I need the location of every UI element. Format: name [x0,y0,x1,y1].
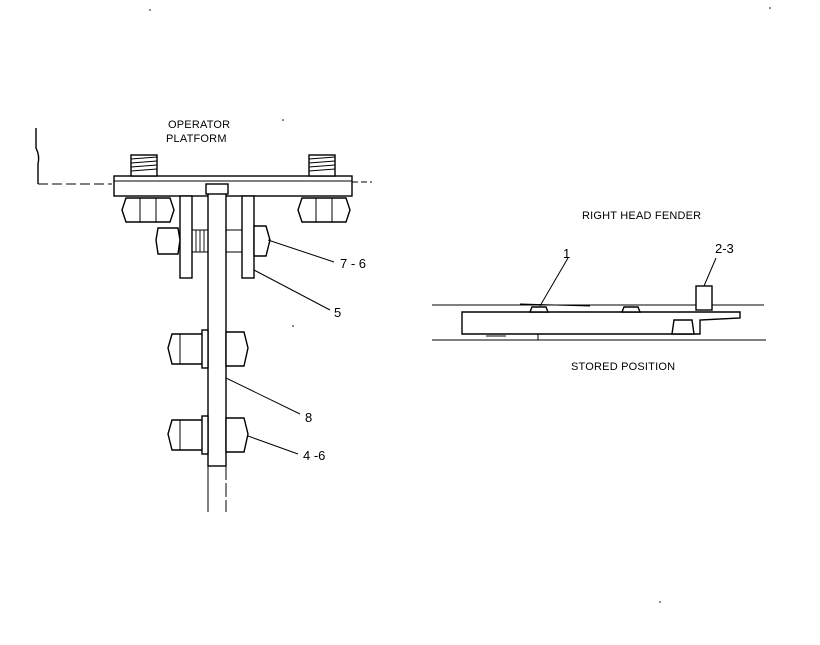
retaining-pin [695,285,713,311]
leader-7-6 [267,239,335,263]
left-stud [130,154,158,177]
lower-bolt [167,415,249,455]
right-nut [297,197,351,223]
callout-8: 8 [305,410,312,425]
bolt-head-2 [620,306,642,313]
operator-platform-label-line2: PLATFORM [166,133,227,145]
middle-bolt [167,329,249,369]
callout-5: 5 [334,305,341,320]
mounting-plate [113,175,353,197]
stored-bracket-plate [461,311,741,335]
plate-top-curve [519,303,591,307]
callout-7-6: 7 - 6 [340,256,366,271]
leader-1 [539,257,569,307]
leader-4-6 [247,435,299,455]
callout-2-3: 2-3 [715,241,734,256]
right-head-fender-label: RIGHT HEAD FENDER [582,210,701,222]
platform-edge [35,128,40,184]
right-stud [308,154,336,177]
callout-4-6: 4 -6 [303,448,325,463]
speck [282,119,284,121]
speck [769,7,771,9]
link-bar-top [205,183,229,195]
speck [149,9,151,11]
bolt-head-1 [528,306,550,313]
leader-8 [225,377,301,415]
leader-5 [253,269,331,311]
operator-platform-label-line1: OPERATOR [168,119,230,131]
leader-2-3 [703,257,717,287]
left-nut [121,197,175,223]
right-bracket [241,195,255,279]
speck [292,325,294,327]
link-bar [207,185,227,467]
stored-position-caption: STORED POSITION [571,361,675,373]
head-fender-assembly: RIGHT HEAD FENDER 1 2-3 STORED POSITION [432,210,766,373]
left-bracket [179,195,193,279]
pin-clip [671,319,695,335]
speck [659,601,661,603]
callout-1: 1 [563,246,570,261]
operator-platform-assembly: OPERATOR PLATFORM 7 - 6 5 8 4 -6 [35,119,372,512]
